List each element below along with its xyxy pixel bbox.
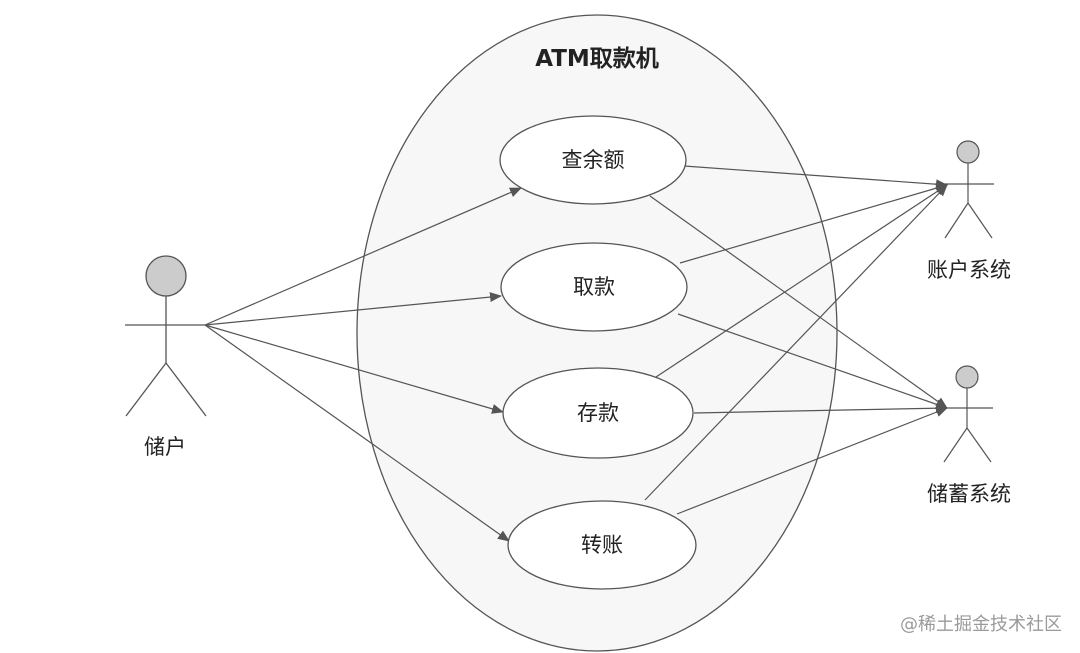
assoc-deposit-savings [693, 403, 948, 414]
use-case-deposit: 存款 [502, 367, 694, 459]
watermark: @稀土掘金技术社区 [900, 614, 1062, 635]
actor-savings-system [941, 365, 993, 463]
use-case-deposit-label: 存款 [577, 401, 619, 425]
assoc-depositor-withdraw [204, 292, 502, 326]
assoc-transfer-savings [676, 407, 948, 515]
assoc-depositor-deposit [204, 324, 504, 414]
use-case-balance: 查余额 [499, 115, 687, 205]
assoc-withdraw-account [679, 183, 948, 264]
assoc-balance-savings [649, 195, 948, 409]
assoc-depositor-transfer [204, 324, 510, 542]
use-case-balance-label: 查余额 [562, 148, 625, 172]
system-boundary [356, 14, 838, 652]
use-case-withdraw: 取款 [500, 242, 688, 332]
actor-savings-system-head [955, 365, 979, 389]
actor-savings-system-label: 储蓄系统 [927, 482, 1011, 506]
associations [204, 165, 948, 542]
actor-depositor [125, 255, 207, 417]
system-title: ATM取款机 [535, 45, 659, 72]
assoc-transfer-account [644, 184, 948, 501]
use-case-transfer-label: 转账 [581, 533, 623, 557]
assoc-withdraw-savings [677, 313, 948, 410]
use-case-transfer: 转账 [507, 500, 697, 590]
use-case-withdraw-label: 取款 [573, 275, 615, 299]
assoc-balance-account [683, 165, 948, 190]
actor-depositor-label: 储户 [144, 435, 186, 459]
actor-depositor-head [145, 255, 187, 297]
actor-account-system-head [956, 140, 980, 164]
actor-account-system [942, 140, 994, 239]
actor-account-system-label: 账户系统 [927, 258, 1011, 282]
assoc-depositor-balance [204, 187, 522, 326]
assoc-deposit-account [655, 184, 948, 378]
